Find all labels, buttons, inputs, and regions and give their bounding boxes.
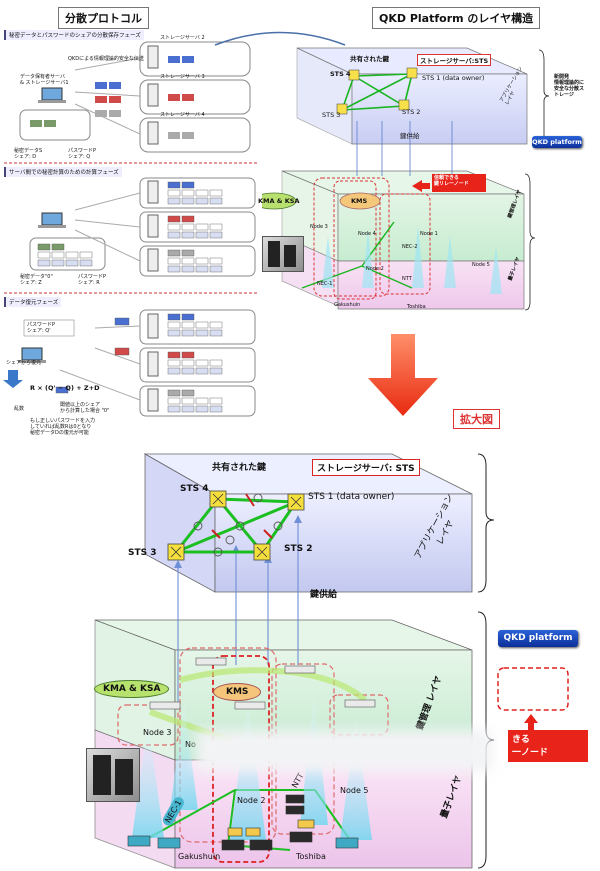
password-footnote: もし正しいパスワードを入力 していれば乱数Rは0となり 秘密データDの復元が可能 bbox=[30, 418, 96, 436]
phase-1-label: 秘密データとパスワードのシェアの分散保存フェーズ bbox=[4, 30, 144, 40]
large-toshiba-label: Toshiba bbox=[296, 852, 326, 861]
password-share-label: パスワードP シェア: Q bbox=[68, 148, 97, 160]
large-node5-label: Node 5 bbox=[340, 786, 369, 795]
right-title: QKD Platform のレイヤ構造 bbox=[372, 7, 541, 29]
small-storage-box: ストレージサーバ:STS bbox=[417, 54, 492, 66]
threshold-note: 閾値以上のシェア から計算した場合 "0" bbox=[60, 402, 110, 414]
large-equipment-photo bbox=[86, 748, 140, 802]
secret-share-label: 秘密データS シェア: D bbox=[14, 148, 43, 160]
random-label: 乱数 bbox=[14, 406, 25, 412]
large-storage-box: ストレージサーバ: STS bbox=[312, 459, 420, 476]
large-sts2-label: STS 2 bbox=[284, 544, 313, 554]
storage-server-2-label: ストレージサーバ 2 bbox=[160, 35, 205, 41]
storage-server-4-label: ストレージサーバ 4 bbox=[160, 112, 205, 118]
zoom-label: 拡大図 bbox=[453, 409, 500, 429]
small-node2-label: Node 2 bbox=[366, 266, 384, 272]
large-sts3-label: STS 3 bbox=[128, 548, 157, 558]
large-trusted-relay-box: きる 一ノード bbox=[508, 730, 588, 762]
small-nec1-label: NEC-1 bbox=[317, 281, 333, 287]
small-node4-label: Node 4 bbox=[358, 231, 376, 237]
password-p-label: パスワードP シェア: Q' bbox=[27, 322, 56, 334]
phase-3-label: データ復元フェーズ bbox=[4, 297, 62, 307]
phase-2-label: サーバ間での秘密計算のための計算フェーズ bbox=[4, 167, 122, 177]
small-node3-label: Node 3 bbox=[310, 224, 328, 230]
small-sts2-label: STS 2 bbox=[402, 108, 421, 116]
curved-connector bbox=[214, 31, 346, 46]
large-sts4-label: STS 4 bbox=[180, 484, 209, 494]
small-qkd-platform-badge: QKD platform bbox=[532, 136, 582, 148]
large-gakushuin-label: Gakushuin bbox=[178, 852, 221, 861]
blurred-region bbox=[196, 730, 492, 772]
small-sts4-label: STS 4 bbox=[330, 70, 351, 78]
protocol-schematic bbox=[3, 41, 258, 417]
large-layer-diagram: 共有された鍵 ストレージサーバ: STS STS 4 STS 1 (data o… bbox=[0, 440, 600, 871]
small-kma-label: KMA & KSA bbox=[258, 197, 300, 205]
small-key-supply-label: 鍵供給 bbox=[400, 132, 420, 140]
left-title: 分散プロトコル bbox=[58, 7, 149, 29]
storage-server-3-label: ストレージサーバ 3 bbox=[160, 74, 205, 80]
large-node2-label: Node 2 bbox=[237, 796, 266, 805]
small-kms-label: KMS bbox=[351, 197, 368, 205]
secret-zero-label: 秘密データ"0" シェア: Z bbox=[20, 274, 53, 286]
small-layer-diagram: 共有された鍵 ストレージサーバ:STS STS 4 STS 1 (data ow… bbox=[258, 26, 600, 326]
large-kma-label: KMA & KSA bbox=[94, 680, 170, 698]
small-equipment-photo bbox=[262, 236, 304, 272]
small-sts1-label: STS 1 (data owner) bbox=[422, 74, 485, 82]
small-sts3-label: STS 3 bbox=[322, 111, 341, 119]
large-key-supply-label: 鍵供給 bbox=[310, 590, 338, 600]
large-sts1-label: STS 1 (data owner) bbox=[308, 492, 395, 502]
small-shared-key-label: 共有された鍵 bbox=[350, 55, 389, 63]
small-toshiba-label: Toshiba bbox=[407, 304, 426, 310]
large-diagram-graphic bbox=[94, 453, 569, 869]
small-nec2-label: NEC-2 bbox=[402, 244, 418, 250]
large-kms-label: KMS bbox=[213, 683, 262, 701]
small-new-dev-note: 新開発 情報理論的に 安全な分散ス トレージ bbox=[554, 74, 585, 98]
small-ntt-label: NTT bbox=[402, 276, 412, 282]
password-r-label: パスワードP シェア: R bbox=[78, 274, 107, 286]
large-node3-label: Node 3 bbox=[143, 728, 172, 737]
protocol-panel: 秘密データとパスワードのシェアの分散保存フェーズ サーバ間での秘密計算のための計… bbox=[0, 30, 262, 436]
small-gakushuin-label: Gakushuin bbox=[334, 302, 361, 308]
recover-label: シェアから復元 bbox=[6, 360, 42, 366]
small-trusted-relay-box: 信頼できる 鍵リレーノード bbox=[432, 174, 486, 192]
data-owner-label: データ保有者サーバ & ストレージサーバ1 bbox=[20, 74, 69, 86]
large-qkd-platform-badge: QKD platform bbox=[498, 630, 578, 647]
small-node5-label: Node 5 bbox=[472, 262, 490, 268]
qkd-transfer-note: QKDによる情報理論的安全な伝送 bbox=[68, 56, 144, 62]
small-node1-label: Node 1 bbox=[420, 231, 438, 237]
large-shared-key-label: 共有された鍵 bbox=[212, 463, 267, 473]
large-node-partial-label: No bbox=[185, 740, 196, 749]
recover-formula: R × (Q' − Q) + Z+D bbox=[30, 384, 100, 392]
